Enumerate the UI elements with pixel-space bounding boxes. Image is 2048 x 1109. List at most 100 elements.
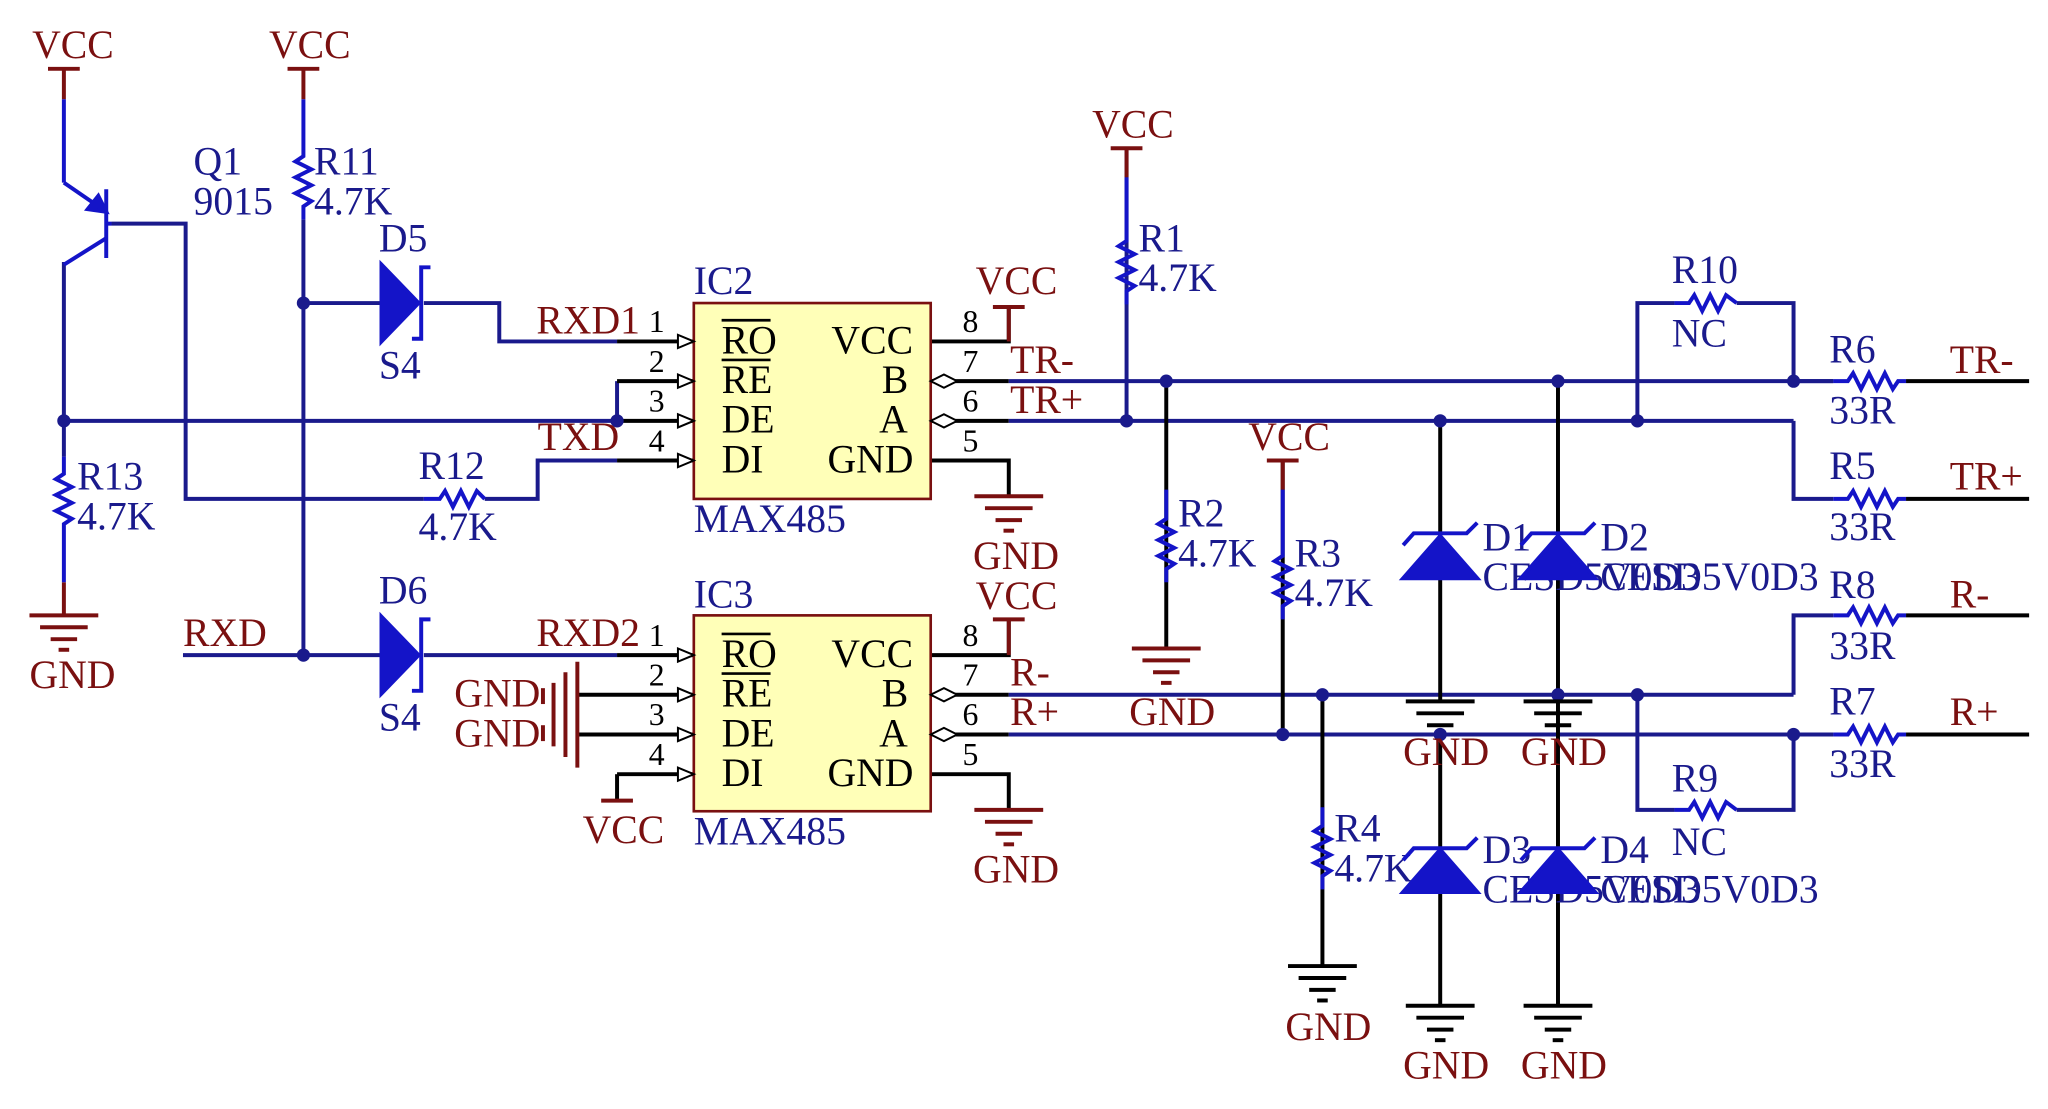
- svg-text:NC: NC: [1672, 312, 1727, 356]
- resistor-r6: R6 33R: [1829, 328, 1907, 432]
- svg-text:RE: RE: [722, 672, 773, 716]
- net-labels: RXD1 RXD2 TXD RXD TR- TR+ R- R+ TR- TR+ …: [183, 298, 2023, 734]
- gnd-label: GND: [973, 534, 1059, 578]
- gnd-label: GND: [1285, 1005, 1371, 1049]
- gnd-d2: GND: [1521, 699, 1607, 774]
- svg-text:1: 1: [649, 304, 665, 339]
- resistor-r13: R13 4.7K: [51, 455, 156, 583]
- svg-text:DI: DI: [722, 751, 764, 795]
- resistor-r1: R1 4.7K: [1114, 177, 1217, 305]
- svg-text:2: 2: [649, 658, 665, 693]
- svg-text:D1: D1: [1483, 516, 1532, 560]
- svg-text:33R: 33R: [1829, 742, 1896, 786]
- vcc-label: VCC: [583, 808, 665, 852]
- gnd-ic3: GND: [973, 807, 1059, 892]
- svg-text:4.7K: 4.7K: [419, 505, 498, 549]
- net-rxd2: RXD2: [536, 611, 640, 655]
- svg-text:4.7K: 4.7K: [1178, 531, 1257, 575]
- resistor-r2: R2 4.7K: [1153, 489, 1257, 583]
- net-out-tr-minus: TR-: [1950, 338, 2014, 382]
- resistor-r3: R3 4.7K: [1270, 489, 1374, 620]
- svg-text:R9: R9: [1672, 756, 1718, 800]
- svg-text:CESD5V0D3: CESD5V0D3: [1600, 868, 1818, 912]
- vcc-label: VCC: [269, 23, 351, 67]
- svg-text:GND: GND: [827, 437, 913, 481]
- svg-text:4: 4: [649, 423, 665, 458]
- svg-text:RE: RE: [722, 358, 773, 402]
- net-tr-minus: TR-: [1010, 338, 1074, 382]
- svg-text:33R: 33R: [1829, 624, 1896, 668]
- svg-text:R10: R10: [1672, 248, 1738, 292]
- svg-text:8: 8: [962, 618, 978, 653]
- gnd-symbols: GND GND GND GND GND GND: [29, 494, 1607, 1088]
- svg-text:6: 6: [962, 697, 978, 732]
- svg-text:A: A: [879, 398, 908, 442]
- gnd-ic3-re-de: GND GND: [454, 661, 580, 768]
- vcc-label: VCC: [32, 23, 114, 67]
- ic3-ref: IC3: [694, 572, 754, 616]
- svg-text:5: 5: [962, 737, 978, 772]
- resistor-r11: R11 4.7K: [291, 99, 393, 223]
- vcc-ic3-di: VCC: [583, 798, 665, 852]
- net-rxd1: RXD1: [536, 298, 640, 342]
- svg-text:4: 4: [649, 737, 665, 772]
- net-out-r-plus: R+: [1950, 690, 1999, 734]
- svg-text:R5: R5: [1829, 444, 1875, 488]
- svg-text:A: A: [879, 711, 908, 755]
- svg-text:D4: D4: [1600, 828, 1649, 872]
- gnd-ic2: GND: [973, 494, 1059, 578]
- svg-text:VCC: VCC: [831, 632, 913, 676]
- transistor-q1: Q1 9015: [61, 99, 273, 267]
- svg-text:RO: RO: [722, 318, 777, 362]
- resistor-r7: R7 33R: [1829, 680, 1907, 786]
- gnd-d4: GND: [1521, 1003, 1607, 1088]
- svg-text:5: 5: [962, 423, 978, 458]
- svg-text:DE: DE: [722, 711, 775, 755]
- net-tr-plus: TR+: [1010, 378, 1083, 422]
- vcc-label: VCC: [1248, 415, 1330, 459]
- vcc-label: VCC: [1092, 103, 1174, 147]
- svg-text:4.7K: 4.7K: [1334, 846, 1413, 890]
- wires: [61, 148, 2030, 1006]
- resistors: R11 4.7K R13 4.7K R1 4.7K R2 4.7K R3 4.7…: [51, 99, 1907, 890]
- vcc-ic2: VCC: [976, 259, 1057, 342]
- svg-text:R11: R11: [314, 140, 379, 184]
- svg-text:DE: DE: [722, 398, 775, 442]
- svg-text:R3: R3: [1295, 531, 1341, 575]
- resistor-r10: R10 NC: [1672, 248, 1738, 356]
- net-r-plus: R+: [1010, 690, 1059, 734]
- diode-d4: D4 CESD5V0D3: [1516, 828, 1819, 912]
- resistor-r12: R12 4.7K: [419, 444, 498, 549]
- svg-text:6: 6: [962, 384, 978, 419]
- gnd-label: GND: [1521, 730, 1607, 774]
- gnd-label: GND: [454, 711, 540, 755]
- gnd-label: GND: [1403, 730, 1489, 774]
- vcc-r1: VCC: [1092, 103, 1174, 178]
- svg-text:R13: R13: [77, 455, 143, 499]
- svg-text:R12: R12: [419, 444, 485, 488]
- svg-text:3: 3: [649, 697, 665, 732]
- svg-text:R7: R7: [1829, 680, 1875, 724]
- svg-text:NC: NC: [1672, 820, 1727, 864]
- svg-text:D6: D6: [379, 568, 428, 612]
- svg-text:D2: D2: [1600, 516, 1649, 560]
- gnd-label: GND: [1129, 690, 1215, 734]
- svg-text:7: 7: [962, 658, 978, 693]
- vcc-r3: VCC: [1248, 415, 1330, 490]
- diodes: D5 S4 D6 S4 D1 CESD5V0D3 D2 CESD5V0D3 D3…: [379, 216, 1819, 911]
- gnd-label: GND: [973, 848, 1059, 892]
- vcc-symbols: VCC VCC VCC VCC VCC VCC VCC: [32, 23, 1330, 852]
- svg-text:4.7K: 4.7K: [1295, 571, 1374, 615]
- net-rxd: RXD: [183, 611, 267, 655]
- diode-d2: D2 CESD5V0D3: [1516, 516, 1819, 599]
- vcc-r11: VCC: [269, 23, 351, 100]
- net-out-tr-plus: TR+: [1950, 455, 2023, 499]
- svg-text:S4: S4: [379, 343, 421, 387]
- svg-text:B: B: [882, 672, 908, 716]
- diode-d3: D3 CESD5V0D3: [1398, 828, 1701, 912]
- svg-text:GND: GND: [827, 751, 913, 795]
- svg-text:33R: 33R: [1829, 505, 1896, 549]
- ic2-part: MAX485: [694, 497, 846, 541]
- svg-text:1: 1: [649, 618, 665, 653]
